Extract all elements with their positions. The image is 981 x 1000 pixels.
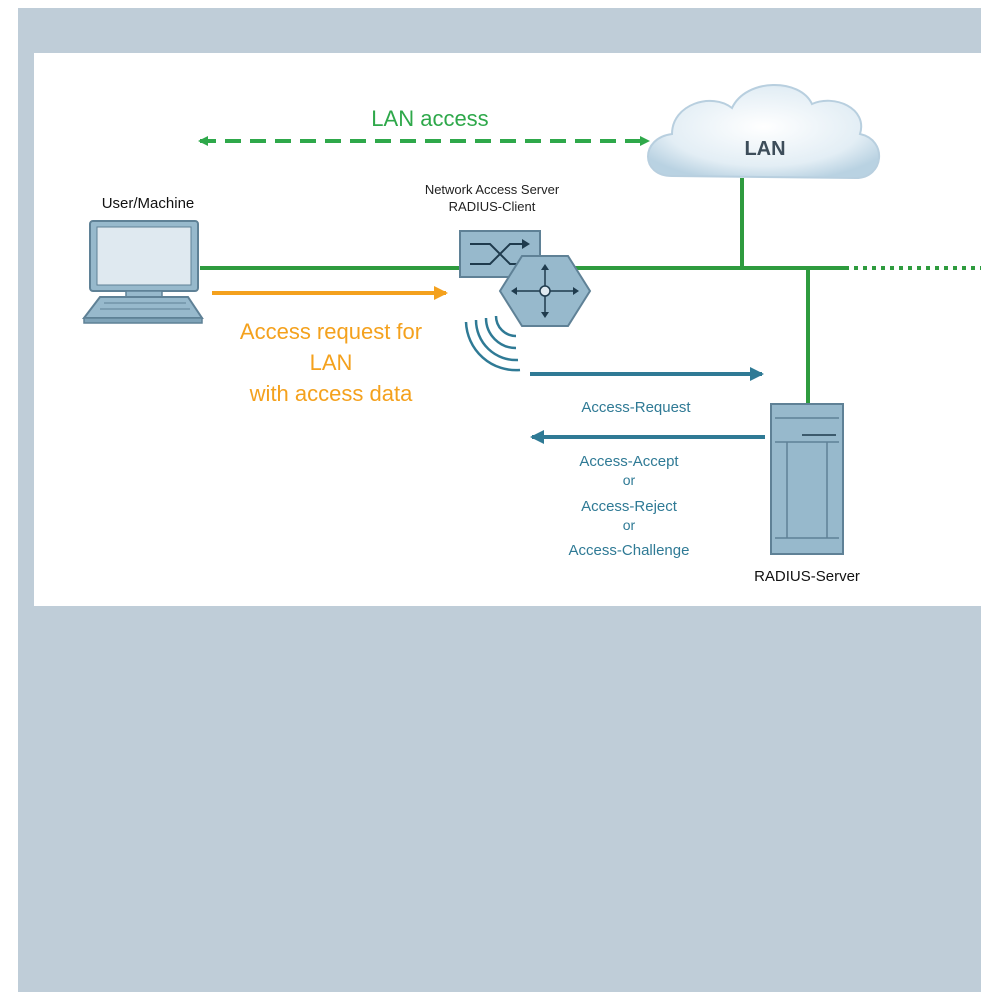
nas-label-line1: Network Access Server	[425, 182, 560, 197]
response-line4: or	[623, 517, 636, 533]
cloud-label: LAN	[744, 138, 785, 160]
wireless-icon	[464, 315, 521, 372]
access-request-client-line3: with access data	[249, 381, 413, 406]
nas-label-line2: RADIUS-Client	[449, 199, 536, 214]
access-request-client-line2: LAN	[310, 350, 353, 375]
router-icon	[498, 255, 592, 327]
radius-request-label: Access-Request	[581, 399, 691, 416]
access-request-client-line1: Access request for	[240, 319, 422, 344]
lan-access-label: LAN access	[371, 106, 488, 131]
cloud-icon: LAN	[647, 84, 880, 180]
response-line2: or	[623, 472, 636, 488]
response-line1: Access-Accept	[579, 453, 679, 470]
response-line3: Access-Reject	[581, 498, 678, 515]
response-line5: Access-Challenge	[569, 542, 690, 559]
computer-icon	[81, 220, 204, 324]
user-machine-label: User/Machine	[102, 195, 195, 212]
radius-server-label: RADIUS-Server	[754, 568, 860, 585]
server-icon	[770, 403, 844, 555]
